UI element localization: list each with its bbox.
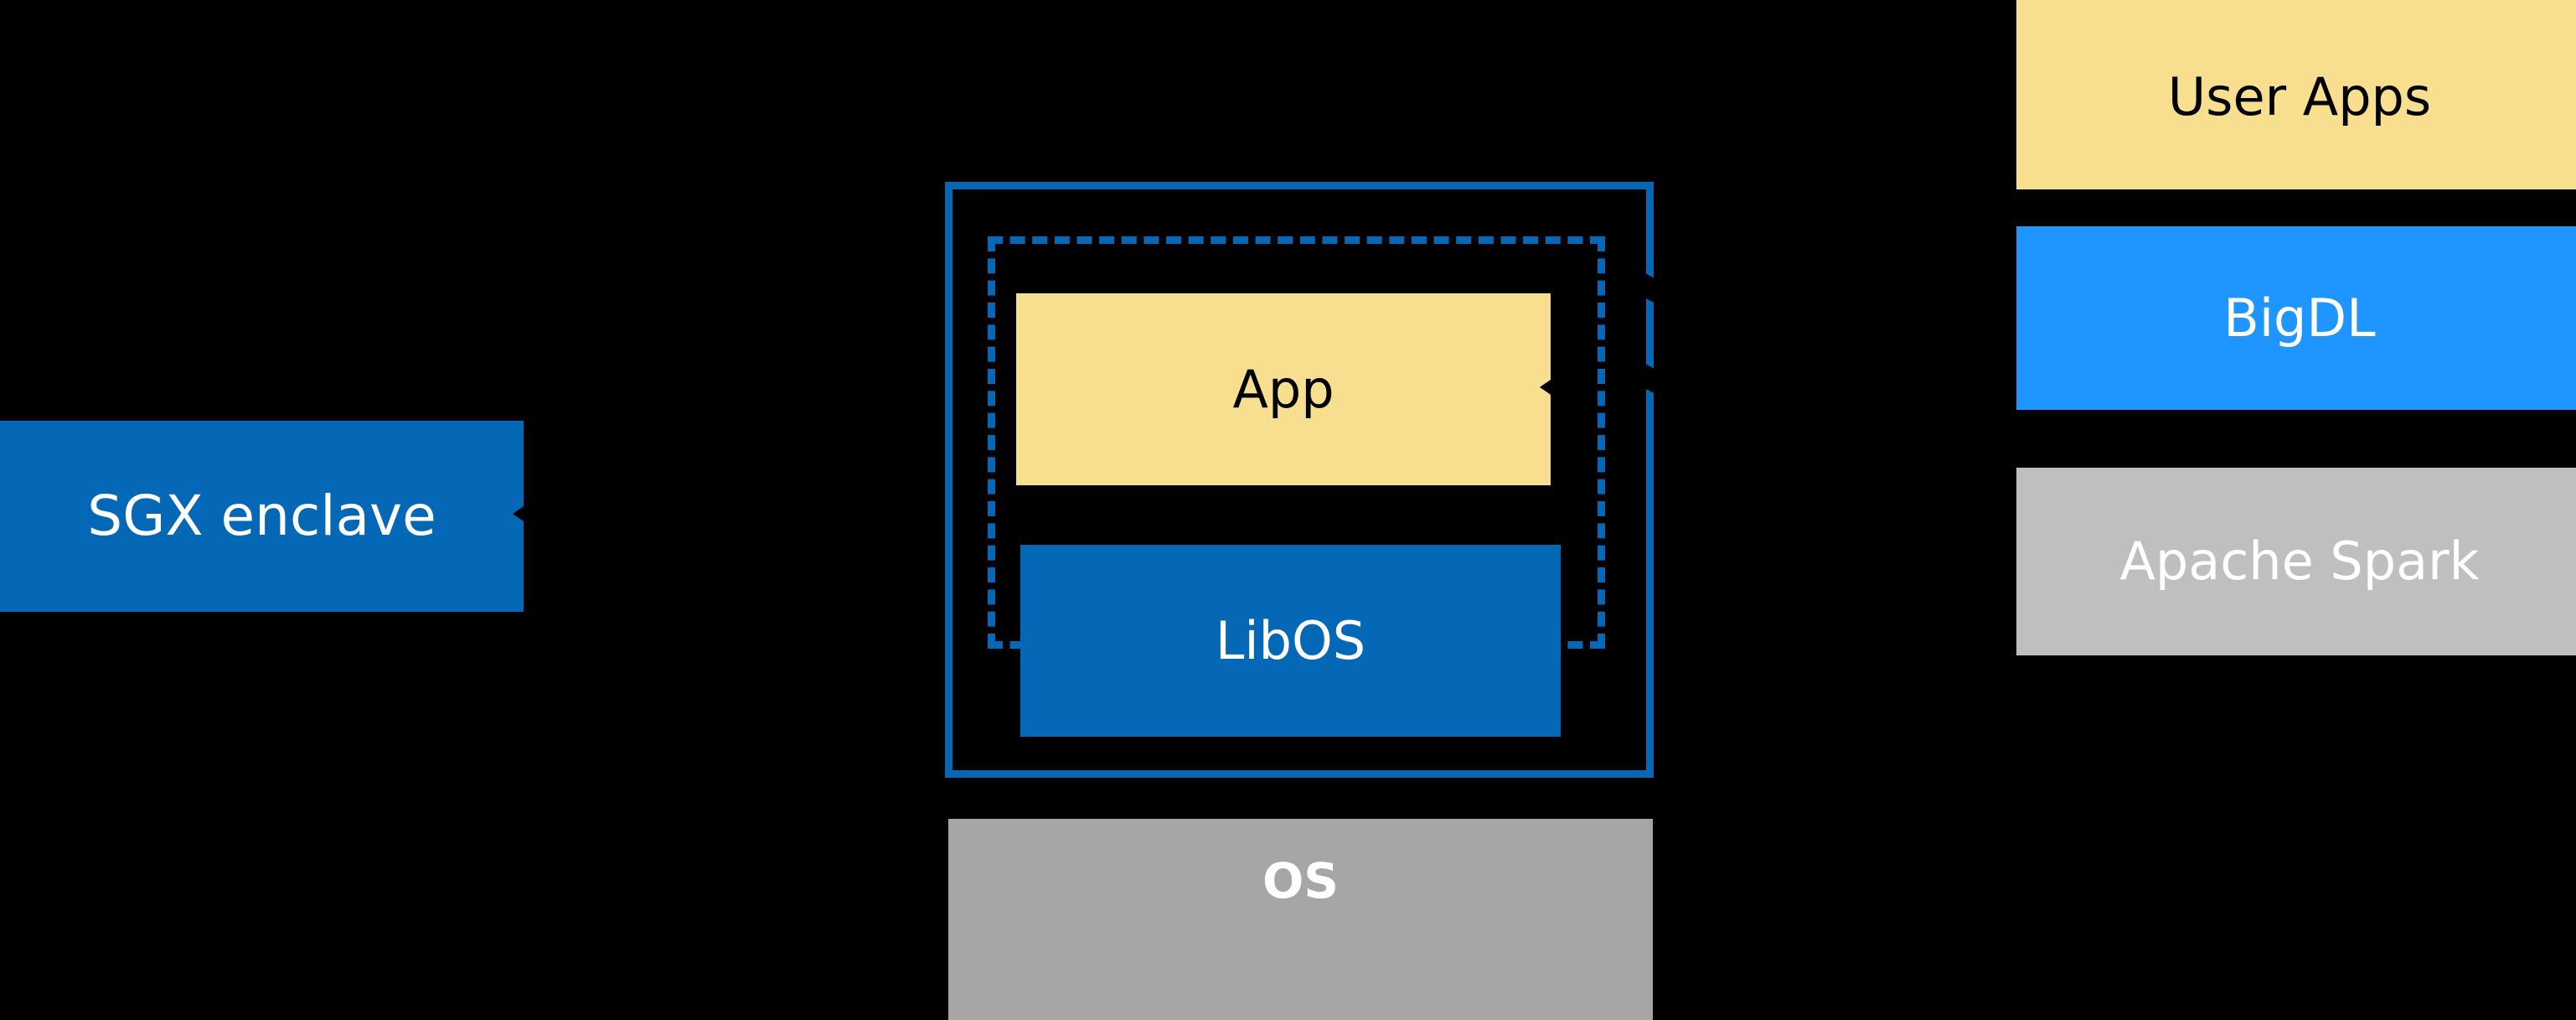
- app-arrow-icon: [1540, 378, 1553, 396]
- app-label: App: [1232, 358, 1334, 420]
- os-box[interactable]: OS: [948, 819, 1653, 1020]
- sgx-connector-line: [524, 512, 624, 516]
- apache-spark-label: Apache Spark: [2119, 531, 2480, 593]
- sgx-arrow-icon: [513, 505, 526, 523]
- os-label: OS: [1262, 852, 1340, 909]
- libos-label: LibOS: [1215, 609, 1366, 671]
- apache-spark-box[interactable]: Apache Spark: [2016, 468, 2576, 655]
- libos-box[interactable]: LibOS: [1020, 545, 1561, 737]
- user-apps-label: User Apps: [2167, 65, 2432, 127]
- app-box[interactable]: App: [1016, 293, 1551, 485]
- bigdl-label: BigDL: [2223, 287, 2376, 349]
- app-connector-line: [1550, 386, 1650, 390]
- enclave-outer-container[interactable]: [945, 182, 1654, 778]
- sgx-enclave-box[interactable]: SGX enclave: [0, 421, 524, 612]
- user-apps-box[interactable]: User Apps: [2016, 0, 2576, 189]
- sgx-enclave-label: SGX enclave: [87, 484, 436, 549]
- bigdl-box[interactable]: BigDL: [2016, 226, 2576, 410]
